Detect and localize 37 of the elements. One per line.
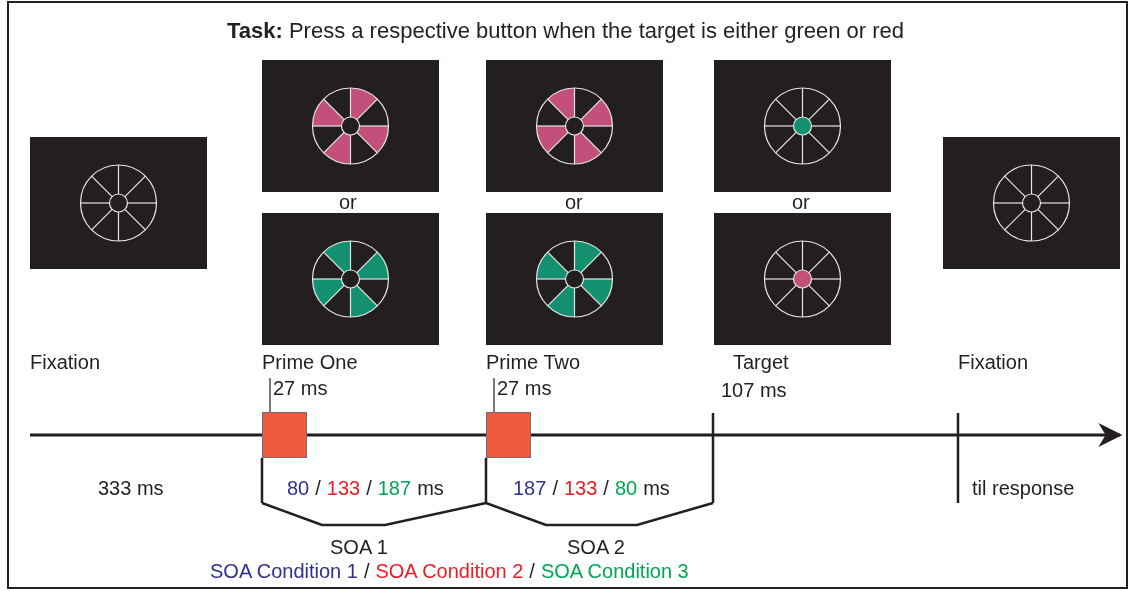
separator: / [552,476,558,500]
legend-text: SOA Condition 1 [210,559,358,583]
timing-label: til response [972,476,1075,500]
title: Task: Press a respective button when the target is either green or red [225,19,906,43]
timing-label: 107 ms [721,378,787,402]
legend-text: SOA Condition 3 [540,559,689,583]
unit-label: ms [643,476,670,500]
soa-value: 187 [377,476,412,500]
separator: / [363,559,370,583]
stimulus-marker [486,412,531,458]
separator: / [366,476,372,500]
phase-label: Fixation [958,350,1029,374]
phase-label: Target [733,350,789,374]
soa-value: 80 [614,476,638,500]
separator: / [603,476,609,500]
phase-label: Prime One [262,350,358,374]
soa-value: 187 [513,476,547,500]
leader-line [493,377,495,413]
soa-label: SOA 1 [330,535,388,559]
duration-label: 27 ms [494,376,552,400]
phase-label: Fixation [30,350,101,374]
duration-label: 27 ms [270,376,328,400]
phase-label: Prime Two [486,350,581,374]
timing-label: 333 ms [98,476,164,500]
legend-text: SOA Condition 2 [375,559,524,583]
leader-line [269,377,271,413]
unit-label: ms [417,476,444,500]
or-label: or [339,190,357,214]
soa-label: SOA 2 [567,535,625,559]
or-label: or [565,190,583,214]
soa-value: 80 [287,476,310,500]
separator: / [529,559,535,583]
soa-value: 133 [326,476,361,500]
soa-value: 133 [563,476,598,500]
or-label: or [792,190,810,214]
separator: / [315,476,321,500]
stimulus-marker [262,412,307,458]
